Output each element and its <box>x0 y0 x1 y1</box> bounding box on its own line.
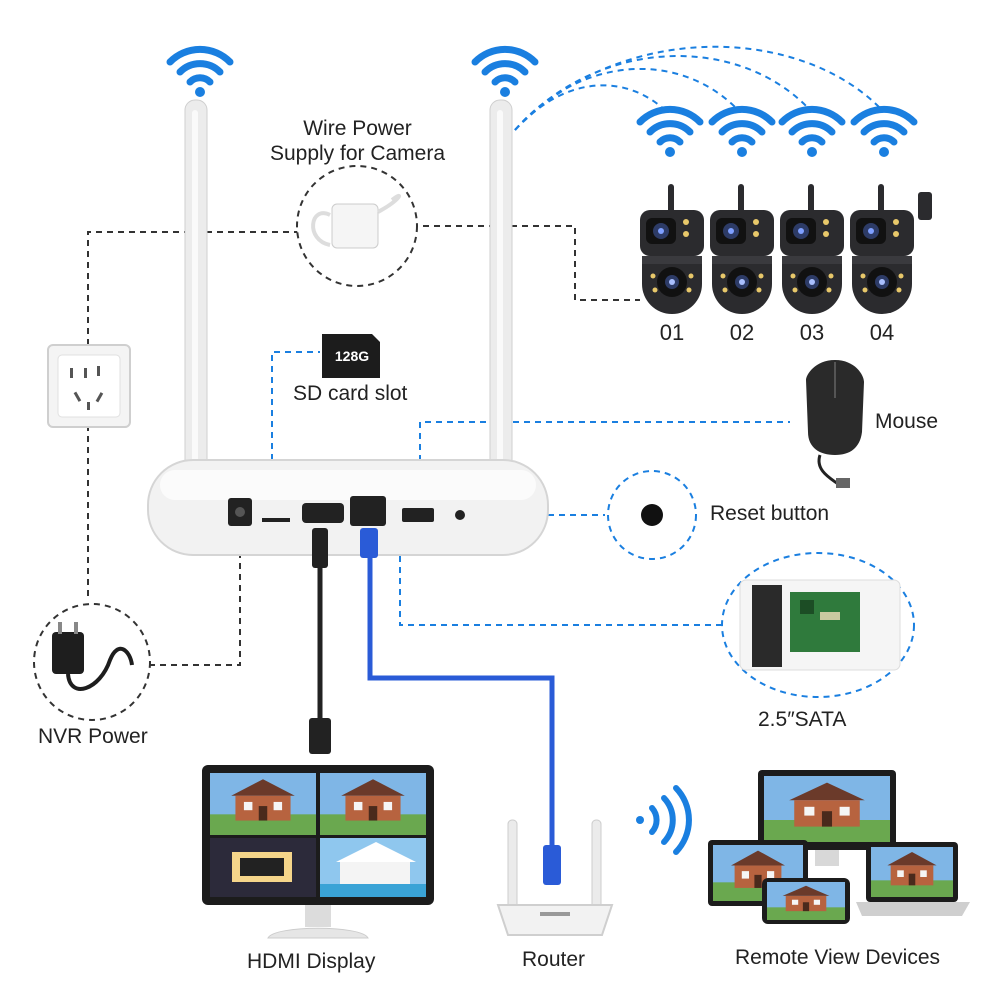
signal-waves-icon <box>636 785 692 855</box>
camera-icon <box>850 184 914 314</box>
sd-card-port <box>262 518 290 522</box>
wall-socket <box>47 344 131 428</box>
camera-power-supply-circle <box>296 165 418 287</box>
reset-button-label: Reset button <box>710 502 830 525</box>
wifi-icon <box>854 109 914 157</box>
nvr-left-antenna <box>184 99 208 501</box>
ethernet-port <box>350 496 386 526</box>
wifi-icon <box>640 109 700 157</box>
camera-number: 02 <box>729 320 755 345</box>
sd-capacity-text: 128G <box>335 348 369 364</box>
nvr-power-adapter-circle <box>33 603 151 721</box>
nvr-right-antenna <box>489 99 513 501</box>
sata-label: 2.5″SATA <box>758 708 847 731</box>
camera-number: 04 <box>869 320 895 345</box>
wifi-icon <box>475 49 535 97</box>
ethernet-cable <box>360 528 561 885</box>
remote-view-label: Remote View Devices <box>735 946 941 969</box>
mouse-label: Mouse <box>875 410 939 433</box>
mouse-icon <box>806 360 864 488</box>
sata-bay-circle <box>721 552 915 698</box>
camera-number: 03 <box>799 320 825 345</box>
camera-icon <box>780 184 844 314</box>
reset-button-circle <box>607 470 697 560</box>
camera-group <box>640 109 932 314</box>
hdmi-cable <box>309 528 331 754</box>
reset-port <box>455 510 465 520</box>
sd-card: 128G <box>322 334 380 378</box>
wifi-icon <box>170 49 230 97</box>
hdmi-display-label: HDMI Display <box>247 950 376 973</box>
hdmi-port <box>302 503 344 523</box>
remote-view-devices <box>708 770 970 924</box>
sd-card-slot-label: SD card slot <box>293 382 408 405</box>
hdmi-monitor <box>202 765 434 939</box>
router-device <box>496 819 614 936</box>
nvr-power-label: NVR Power <box>38 725 148 748</box>
wifi-icon <box>712 109 772 157</box>
nvr-recorder <box>147 459 549 556</box>
router-label: Router <box>522 948 586 971</box>
camera-icon <box>640 184 704 314</box>
wire-power-label: Wire Power Supply for Camera <box>269 117 446 165</box>
camera-icon <box>710 184 774 314</box>
camera-number: 01 <box>659 320 685 345</box>
usb-port <box>402 508 434 522</box>
power-connection-lines <box>87 225 640 666</box>
wifi-icon <box>782 109 842 157</box>
